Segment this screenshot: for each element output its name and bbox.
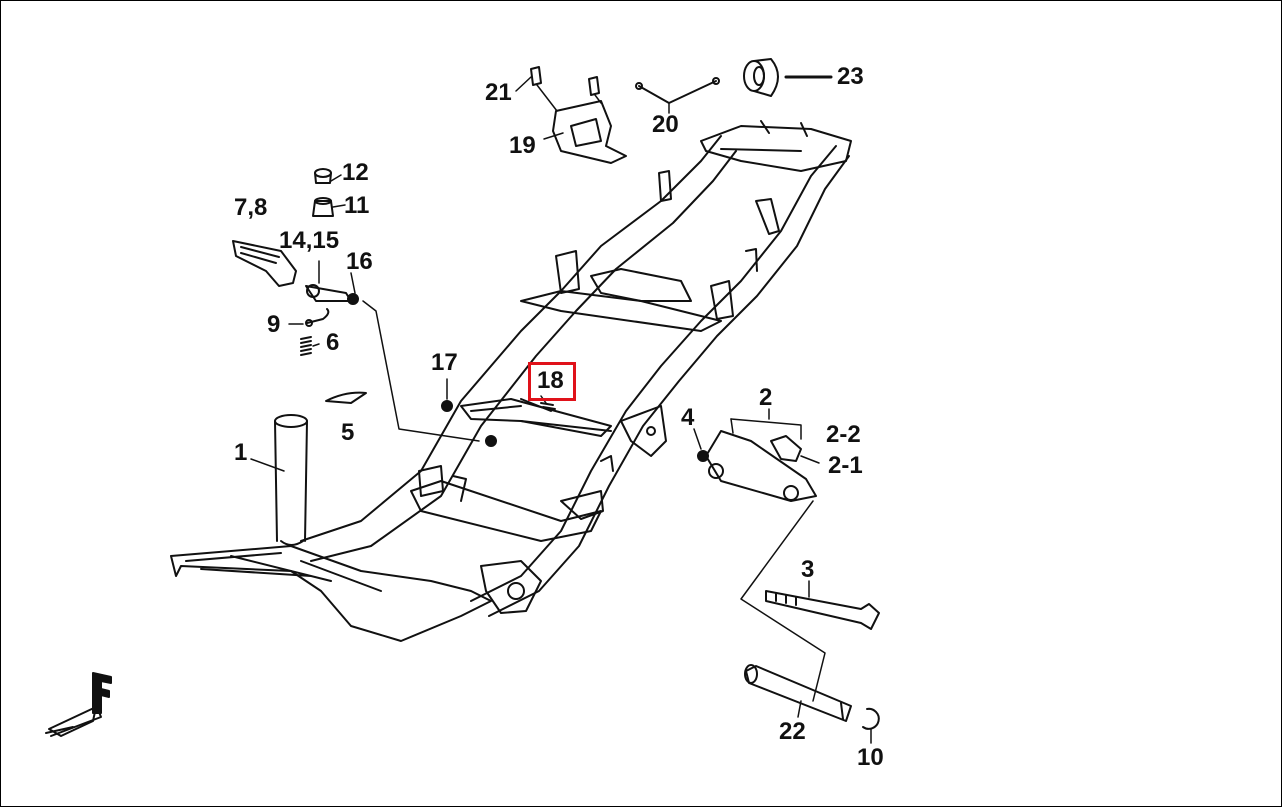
callout-1: 1 — [234, 439, 248, 466]
callout-12: 12 — [342, 159, 369, 186]
callout-5: 5 — [341, 419, 355, 446]
callout-2-1: 2-1 — [828, 452, 863, 479]
callout-7-8: 7,8 — [234, 194, 268, 221]
callout-3: 3 — [801, 556, 815, 583]
highlight-box-18 — [528, 362, 576, 401]
engine-hanger — [693, 408, 820, 502]
pedal-assembly — [232, 240, 480, 442]
collar-and-cap — [312, 168, 346, 217]
main-frame — [170, 120, 852, 642]
callout-22: 22 — [779, 718, 806, 745]
callout-14-15: 14,15 — [279, 227, 340, 254]
callout-4: 4 — [681, 404, 695, 431]
front-direction-icon — [45, 672, 112, 737]
pivot-bolt-and-shaft — [740, 500, 880, 744]
callout-11: 11 — [344, 192, 370, 219]
callout-2-2: 2-2 — [826, 421, 861, 448]
callout-6: 6 — [326, 329, 340, 356]
wire-clip — [635, 77, 720, 114]
head-pipe — [250, 414, 308, 546]
callout-17: 17 — [431, 349, 458, 376]
callout-16: 16 — [346, 248, 373, 275]
callout-23: 23 — [837, 63, 864, 90]
callout-9: 9 — [267, 311, 281, 338]
callout-18: 18 — [537, 367, 564, 394]
bushing-part — [743, 58, 833, 97]
callout-21: 21 — [485, 79, 512, 106]
fasteners — [441, 378, 556, 447]
callout-10: 10 — [857, 744, 884, 771]
callout-2: 2 — [759, 384, 773, 411]
callout-19: 19 — [509, 132, 536, 159]
callout-20: 20 — [652, 111, 679, 138]
top-bracket-assembly — [515, 66, 627, 164]
